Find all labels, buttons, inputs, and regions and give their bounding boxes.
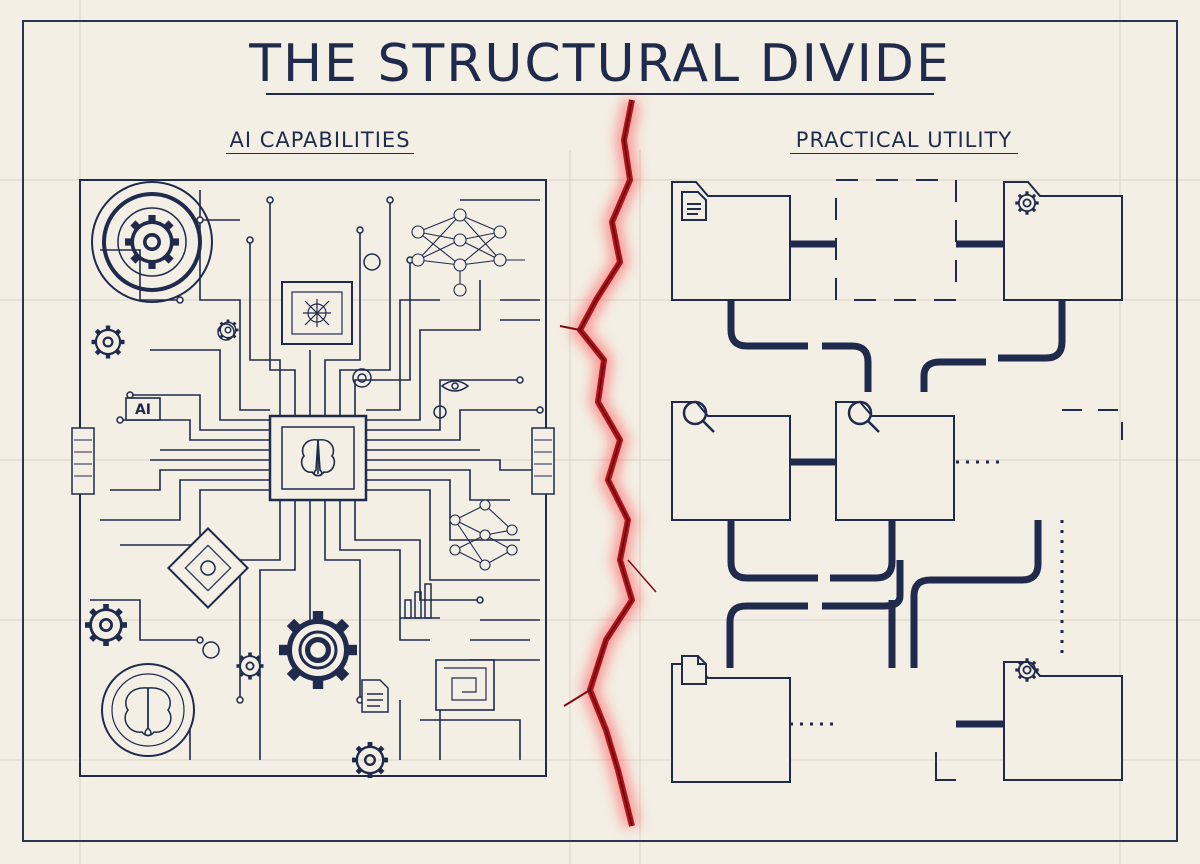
circuit-traces (90, 190, 540, 760)
ai-chip: AI (125, 397, 161, 421)
gear-icon (1015, 658, 1039, 682)
brain-circle (101, 663, 195, 757)
maze-chip (435, 659, 495, 711)
title-underline (266, 93, 934, 95)
neural-network-icon (411, 208, 525, 297)
magnifier-icon (682, 400, 715, 433)
crack-branch (627, 559, 657, 593)
folder-placeholder-partial (1062, 409, 1123, 440)
trace-terminals (116, 196, 544, 704)
folder-connectors (726, 240, 1066, 728)
folder-search-center[interactable] (835, 400, 955, 521)
ai-chip-label: AI (135, 402, 151, 418)
brain-icon (124, 687, 172, 737)
right-heading-underline (790, 153, 1018, 154)
connector-breaks (808, 337, 998, 615)
neural-network-icon-2 (449, 499, 518, 571)
document-icon (681, 191, 707, 221)
document-icon (681, 655, 707, 685)
left-heading-underline (226, 153, 414, 154)
diamond-chip (166, 526, 250, 610)
page-title: THE STRUCTURAL DIVIDE (249, 34, 951, 94)
dotted-connectors (790, 460, 1064, 726)
document-icon (361, 679, 389, 713)
brain-icon (300, 439, 336, 477)
target-icons (202, 253, 447, 659)
folder-placeholder-bottom (935, 752, 956, 781)
folder-search[interactable] (671, 400, 791, 521)
large-gear-icon (279, 611, 357, 689)
side-connectors (71, 427, 555, 495)
gear-dial (91, 181, 213, 303)
folder-placeholder (835, 179, 957, 301)
right-heading: PRACTICAL UTILITY (795, 128, 1013, 152)
page-frame (22, 20, 1178, 842)
crack-branch (563, 689, 591, 707)
magnifier-icon (847, 400, 880, 433)
folder-settings-bottom[interactable] (1003, 658, 1123, 781)
crack-branch (559, 325, 581, 331)
left-heading: AI CAPABILITIES (229, 128, 411, 152)
central-processor (268, 414, 368, 502)
network-icon (303, 299, 331, 327)
eye-icon (440, 380, 470, 392)
folder-settings[interactable] (1003, 181, 1123, 301)
top-chip (281, 281, 353, 345)
folder-document[interactable] (671, 181, 791, 301)
bar-chart-icon (400, 583, 440, 619)
folder-file[interactable] (671, 655, 791, 783)
gear-icon (1015, 191, 1039, 215)
